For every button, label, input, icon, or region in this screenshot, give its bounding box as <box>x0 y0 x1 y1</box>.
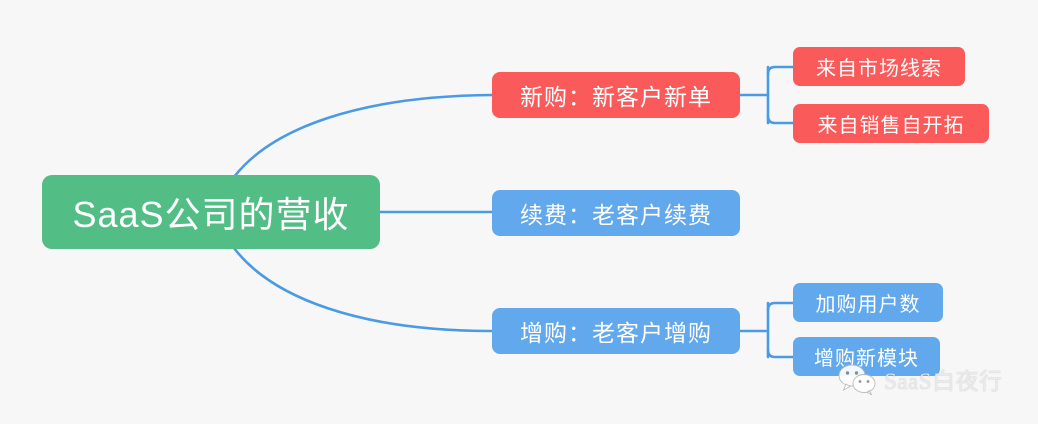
root-node[interactable]: SaaS公司的营收 <box>42 175 380 249</box>
connector-root-to-upsell <box>232 246 494 333</box>
watermark-label: SaaS白夜行 <box>884 369 1003 394</box>
connector-upsell-to-users <box>766 301 795 312</box>
connector-root-to-new <box>232 93 494 179</box>
leaf-node-new-modules[interactable]: 增购新模块 <box>793 337 940 376</box>
leaf-node-market-leads[interactable]: 来自市场线索 <box>793 47 965 86</box>
branch-node-new-purchase[interactable]: 新购：新客户新单 <box>492 72 740 118</box>
branch-node-upsell[interactable]: 增购：老客户增购 <box>492 308 740 354</box>
wechat-icon <box>838 364 876 395</box>
watermark: SaaS白夜行 <box>838 362 1003 396</box>
connector-new-to-sales <box>766 114 795 125</box>
connector-new-to-market <box>766 65 795 76</box>
connector-upsell-to-modules <box>766 348 795 359</box>
leaf-node-sales-prospecting[interactable]: 来自销售自开拓 <box>793 104 989 143</box>
leaf-node-additional-users[interactable]: 加购用户数 <box>793 283 943 322</box>
branch-node-renewal[interactable]: 续费：老客户续费 <box>492 190 740 236</box>
